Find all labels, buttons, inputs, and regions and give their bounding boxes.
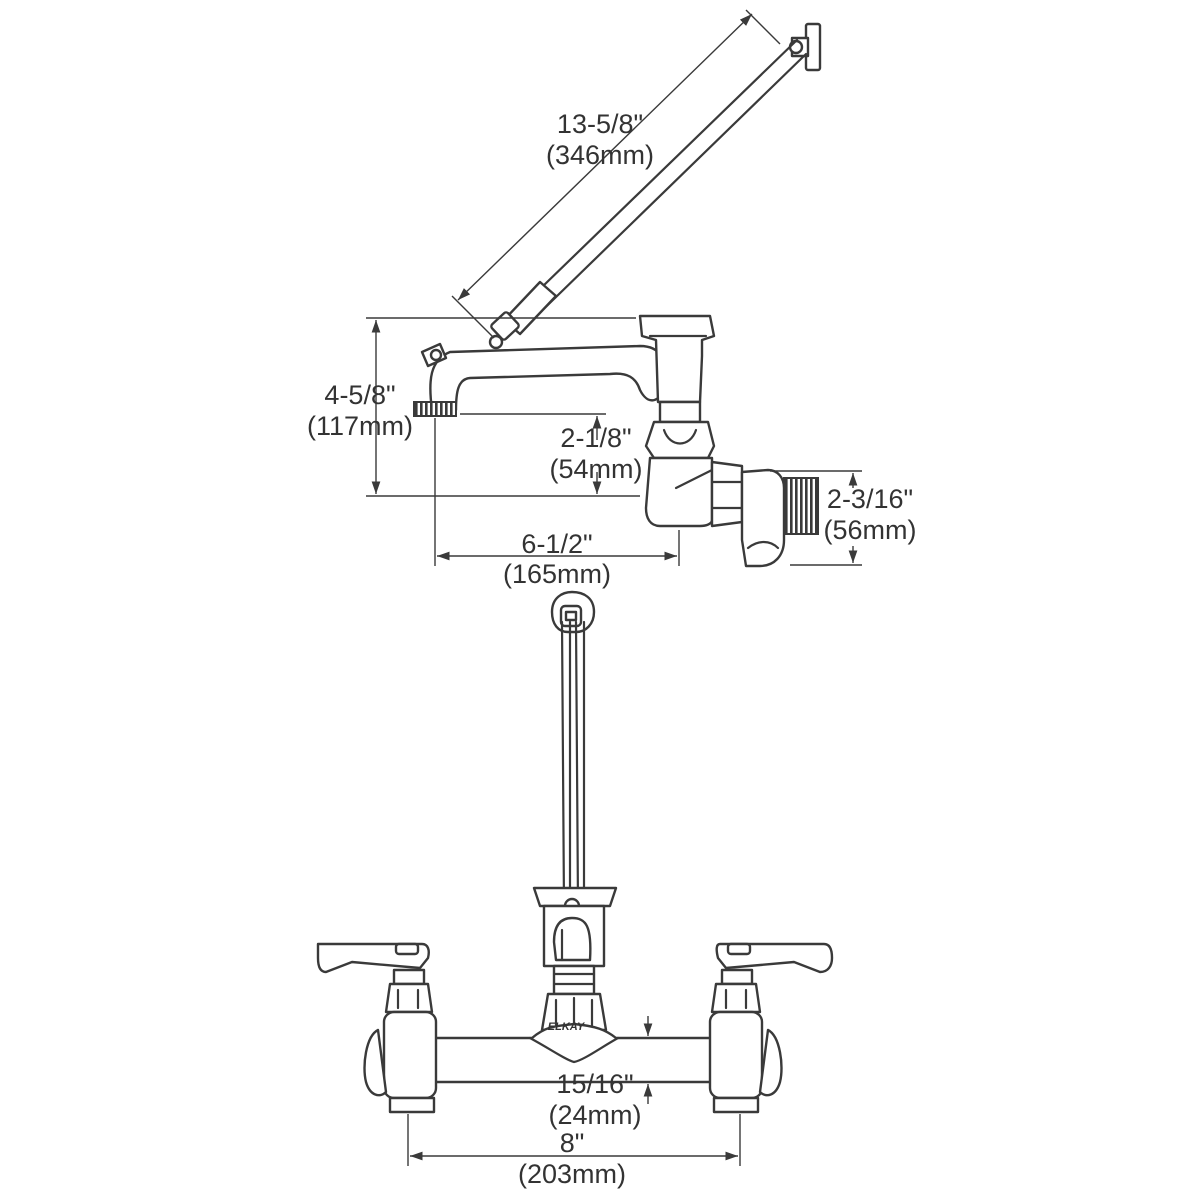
side-view: 13-5/8" (346mm) <box>307 9 917 589</box>
spout-reach-metric: (165mm) <box>503 559 611 589</box>
body-offset-dimension: 15/16" (24mm) <box>549 1016 653 1130</box>
spout-reach-dimension: 6-1/2" (165mm) <box>434 418 680 589</box>
right-handle <box>708 942 834 1114</box>
spout-outlet-thread <box>413 401 457 417</box>
body-offset-metric: (24mm) <box>549 1100 642 1130</box>
outlet-height-imperial: 2-1/8" <box>560 423 631 453</box>
centers-metric: (203mm) <box>518 1159 626 1189</box>
arm-length-metric: (346mm) <box>546 140 654 170</box>
spout <box>413 342 667 417</box>
swing-arm <box>488 38 808 350</box>
brand-logo: ELKAY <box>548 1021 586 1033</box>
front-swing-arm <box>560 620 586 908</box>
spout-height-metric: (117mm) <box>307 411 413 441</box>
left-handle <box>316 942 438 1114</box>
wall-bracket <box>788 22 822 72</box>
spout-reach-imperial: 6-1/2" <box>521 529 592 559</box>
outlet-height-dimension: 2-1/8" (54mm) <box>460 413 643 494</box>
centers-imperial: 8" <box>560 1128 585 1158</box>
inlet-thread <box>783 477 819 535</box>
centers-dimension: 8" (203mm) <box>407 1114 741 1189</box>
outlet-height-metric: (54mm) <box>550 454 643 484</box>
inlet-height-imperial: 2-3/16" <box>827 484 913 514</box>
body-offset-imperial: 15/16" <box>556 1069 633 1099</box>
inlet-height-metric: (56mm) <box>824 515 917 545</box>
arm-length-dimension: 13-5/8" (346mm) <box>451 9 781 339</box>
valve-body <box>638 314 819 568</box>
front-arm-bracket <box>550 590 596 634</box>
arm-length-imperial: 13-5/8" <box>557 109 643 139</box>
inlet-height-dimension: 2-3/16" (56mm) <box>770 470 917 566</box>
front-view: ELKAY 15/16" ( <box>316 590 834 1189</box>
spout-height-dimension: 4-5/8" (117mm) <box>307 317 640 497</box>
spout-height-imperial: 4-5/8" <box>324 380 395 410</box>
front-valve <box>532 886 618 1032</box>
